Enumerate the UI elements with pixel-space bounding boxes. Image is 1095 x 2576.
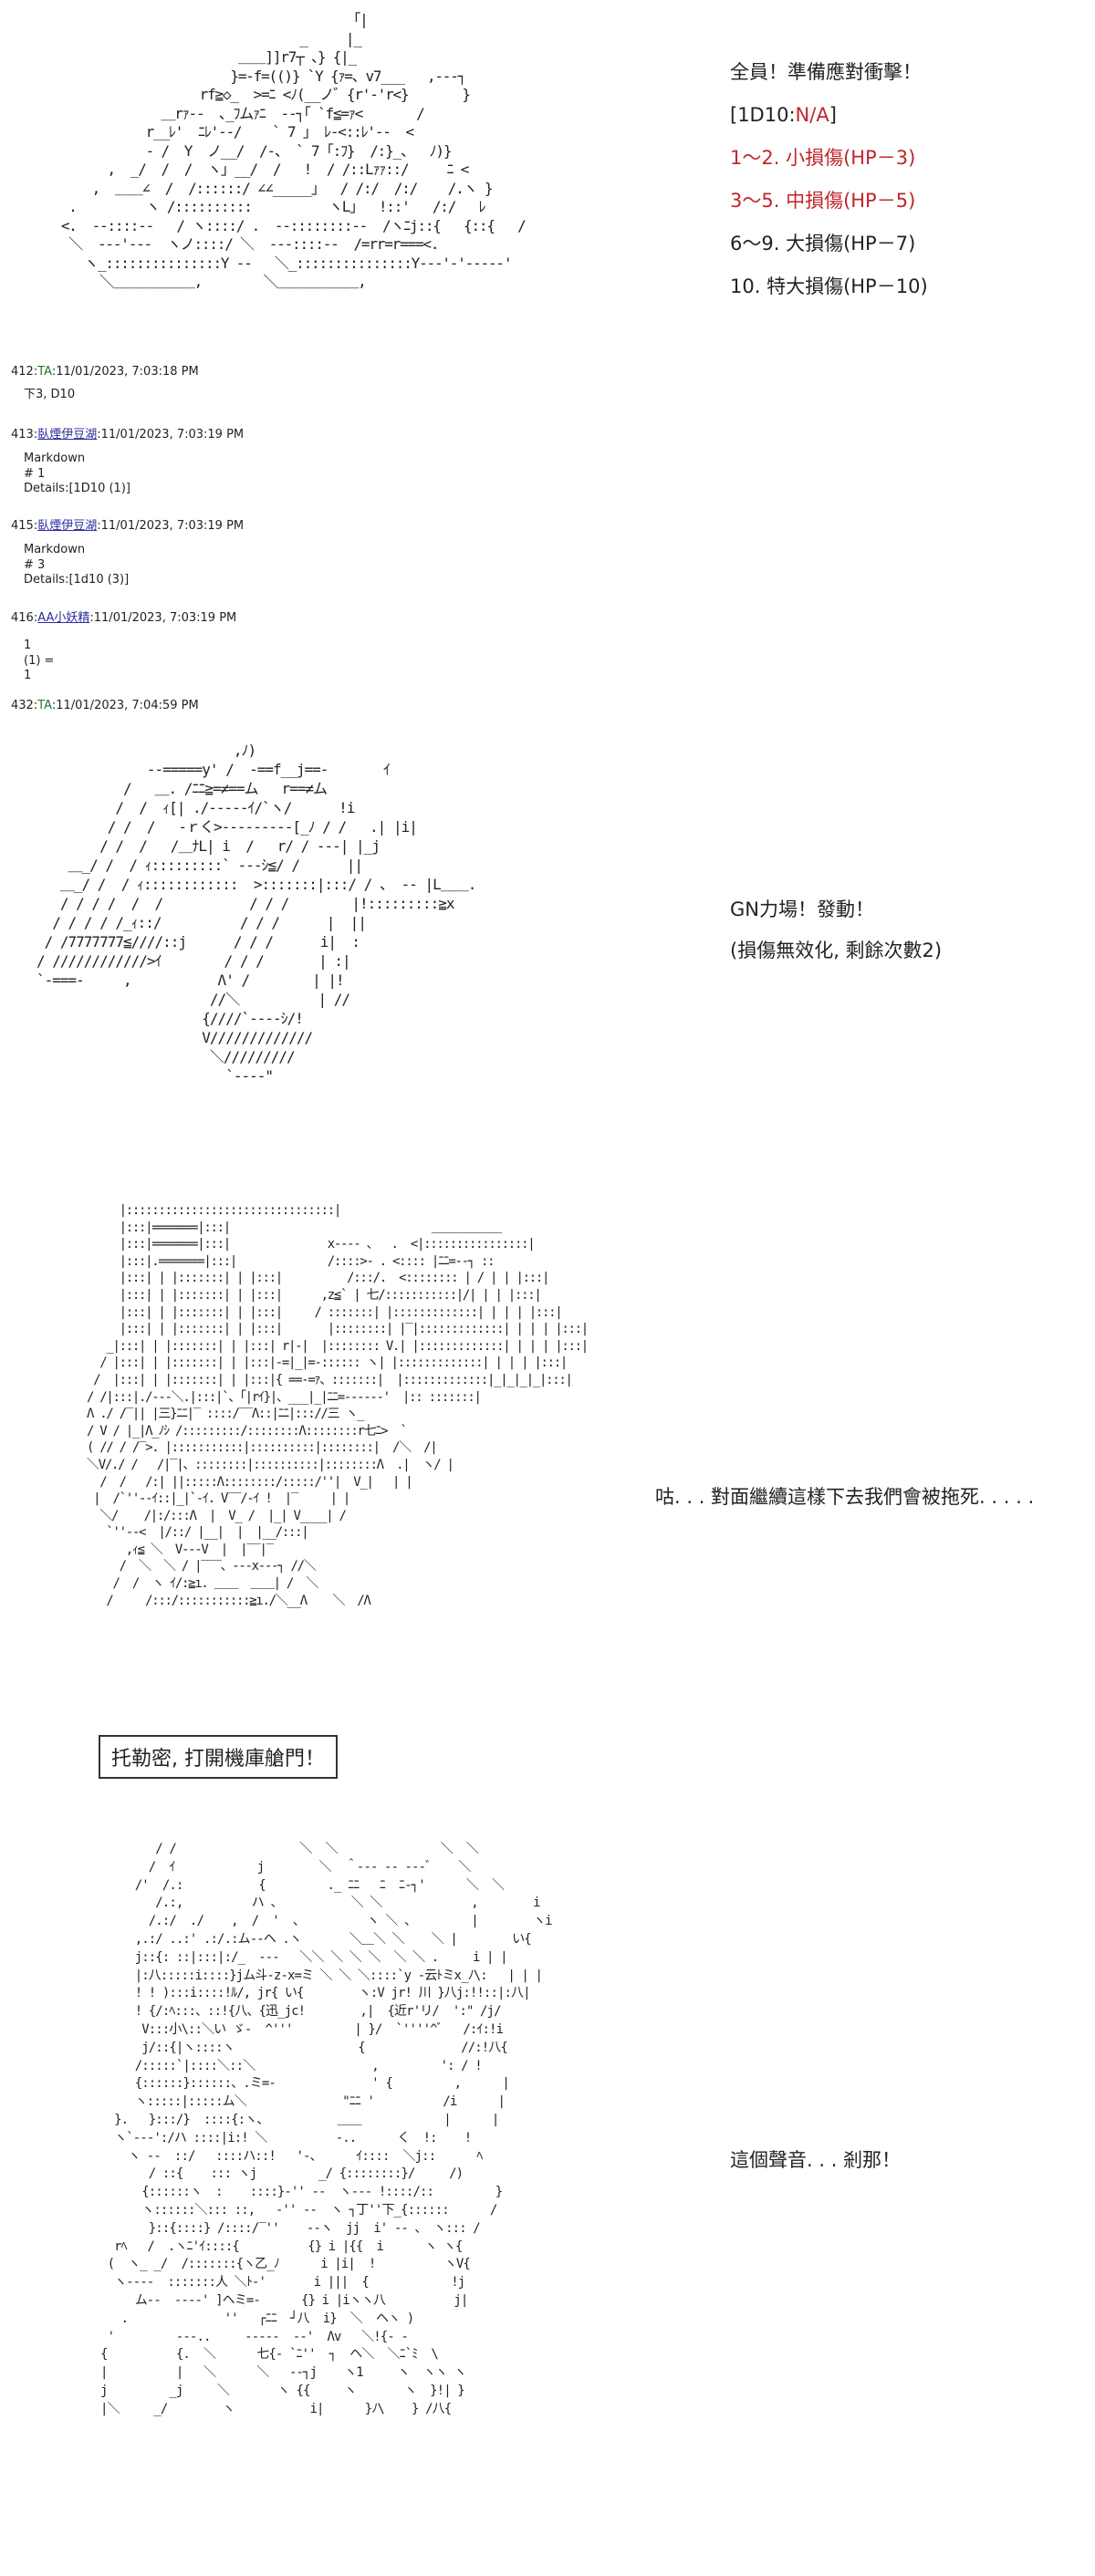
post-432: 432:TA:11/01/2023, 7:04:59 PM — [11, 699, 199, 712]
poster-name: TA — [37, 699, 52, 712]
ascii-art-mech: |::::::::::::::::::::::::::::::::| |:::|… — [87, 1203, 589, 1608]
ascii-art-characters: / / ＼ ＼ ＼ ＼ / ｲ j ＼ ＾‐‐‐ ‐‐ ‐‐‐ﾞ ＼ /' /.… — [100, 1842, 553, 2416]
dice-result-line: [1D10:N/A] — [730, 94, 928, 137]
ascii-art-ship: ｢| _ |_ ＿＿]]r7┬ 、} {|_ }=-f=(()} `Y {ｧ=、… — [60, 11, 527, 290]
post-number: 415 — [11, 519, 34, 533]
poster-name-link[interactable]: 臥煙伊豆湖 — [37, 519, 98, 533]
post-header: 415:臥煙伊豆湖:11/01/2023, 7:03:19 PM — [11, 519, 245, 533]
caption-line: 這個聲音. . . 剎那！ — [730, 2149, 902, 2171]
post-body: 下3, D10 — [24, 388, 76, 401]
dice-value: N/A — [795, 104, 829, 126]
boxed-dialogue: 托勒密, 打開機庫艙門！ — [99, 1735, 338, 1779]
post-416: 416:AA小妖精:11/01/2023, 7:03:19 PM 1 (1) =… — [11, 608, 236, 684]
damage-row: 6～9. 大損傷(HP－7) — [730, 233, 916, 254]
post-header: 413:臥煙伊豆湖:11/01/2023, 7:03:19 PM — [11, 428, 245, 441]
post-timestamp: 11/01/2023, 7:03:19 PM — [93, 611, 237, 625]
dialogue-caption: 咕. . . 對面繼續這樣下去我們會被拖死. . . . . — [655, 1476, 1034, 1519]
dialogue-caption: 這個聲音. . . 剎那！ — [730, 2139, 901, 2182]
post-body: Markdown # 1 Details:[1D10 (1)] — [24, 452, 130, 495]
post-body: 1 (1) = 1 — [24, 639, 55, 682]
post-415: 415:臥煙伊豆湖:11/01/2023, 7:03:19 PM Markdow… — [11, 515, 244, 588]
damage-table-caption: 全員！準備應對衝擊！ [1D10:N/A] 1～2. 小損傷(HP－3) 3～5… — [730, 51, 928, 308]
damage-row: 10. 特大損傷(HP－10) — [730, 275, 928, 297]
dice-suffix: ] — [829, 104, 837, 126]
dice-prefix: [1D10: — [730, 104, 796, 126]
poster-name-link[interactable]: AA小妖精 — [37, 611, 90, 625]
post-number: 432 — [11, 699, 34, 712]
caption-line: 咕. . . 對面繼續這樣下去我們會被拖死. . . . . — [655, 1486, 1035, 1508]
post-number: 413 — [11, 428, 34, 441]
caption-line: (損傷無效化, 剩餘次數2) — [730, 940, 943, 961]
post-timestamp: 11/01/2023, 7:03:19 PM — [100, 519, 245, 533]
ascii-art-gn-field: ,ﾉ) --=====y' / -==f__j==- ｲ / ＿. /ﾆﾆ≧=≠… — [36, 742, 476, 1085]
caption-line: GN力場！發動！ — [730, 898, 874, 920]
post-timestamp: 11/01/2023, 7:04:59 PM — [56, 699, 199, 712]
poster-name-link[interactable]: 臥煙伊豆湖 — [37, 428, 98, 441]
post-header: 432:TA:11/01/2023, 7:04:59 PM — [11, 699, 199, 712]
post-412: 412:TA:11/01/2023, 7:03:18 PM 下3, D10 — [11, 365, 199, 403]
post-number: 412 — [11, 365, 34, 379]
post-header: 416:AA小妖精:11/01/2023, 7:03:19 PM — [11, 611, 237, 625]
post-body: Markdown # 3 Details:[1d10 (3)] — [24, 543, 130, 587]
poster-name: TA — [37, 365, 52, 379]
post-timestamp: 11/01/2023, 7:03:19 PM — [100, 428, 245, 441]
post-timestamp: 11/01/2023, 7:03:18 PM — [56, 365, 199, 379]
gn-field-caption: GN力場！發動！ (損傷無效化, 剩餘次數2) — [730, 889, 942, 971]
damage-row: 3～5. 中損傷(HP－5) — [730, 190, 916, 212]
post-number: 416 — [11, 611, 34, 625]
post-413: 413:臥煙伊豆湖:11/01/2023, 7:03:19 PM Markdow… — [11, 424, 244, 497]
post-header: 412:TA:11/01/2023, 7:03:18 PM — [11, 365, 199, 379]
damage-row: 1～2. 小損傷(HP－3) — [730, 147, 916, 169]
caption-line: 全員！準備應對衝擊！ — [730, 61, 922, 83]
